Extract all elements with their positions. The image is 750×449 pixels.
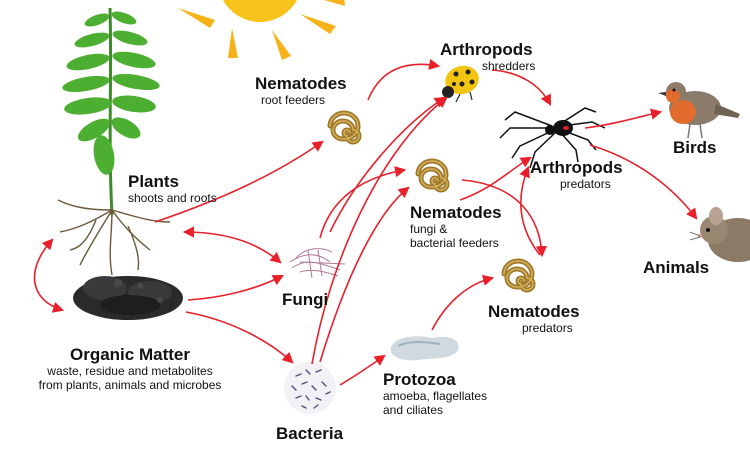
node-subtitle: predators <box>488 321 580 335</box>
node-organic-matter: Organic Matter waste, residue and metabo… <box>0 345 260 392</box>
node-bacteria: Bacteria <box>276 424 343 443</box>
node-fungi: Fungi <box>282 290 328 309</box>
node-subtitle: fungi & <box>410 222 502 236</box>
node-title: Organic Matter <box>0 345 260 364</box>
arrow-bacteria-to-protozoa <box>340 356 384 385</box>
node-nematodes-fungi-bacterial: Nematodes fungi & bacterial feeders <box>410 203 502 250</box>
node-subtitle: amoeba, flagellates <box>383 389 487 403</box>
node-nematodes-root-feeders: Nematodes root feeders <box>255 74 347 107</box>
node-animals: Animals <box>643 258 709 277</box>
node-title: Nematodes <box>255 74 347 93</box>
node-title: Birds <box>673 138 716 157</box>
node-birds: Birds <box>673 138 716 157</box>
food-web-arrows <box>35 64 696 385</box>
bird-icon <box>658 82 740 138</box>
node-title: Animals <box>643 258 709 277</box>
node-plants: Plants shoots and roots <box>128 172 217 205</box>
sun-icon <box>178 0 345 60</box>
arrow-arthropods-shred-to-predators <box>492 70 550 104</box>
fungi-icon <box>290 249 345 278</box>
node-subtitle: predators <box>530 177 623 191</box>
node-subtitle: bacterial feeders <box>410 236 502 250</box>
node-subtitle: from plants, animals and microbes <box>0 378 260 392</box>
node-title: Arthropods <box>530 158 623 177</box>
node-protozoa: Protozoa amoeba, flagellates and ciliate… <box>383 370 487 417</box>
node-title: Protozoa <box>383 370 487 389</box>
arrow-protozoa-to-nematodes-pred <box>432 278 492 330</box>
nematode-icon <box>330 113 359 142</box>
node-nematodes-predators: Nematodes predators <box>488 302 580 335</box>
nematode-icon <box>504 261 533 290</box>
arrow-nematodes-root-to-arthropods <box>368 64 438 100</box>
node-title: Nematodes <box>488 302 580 321</box>
arrow-spider-to-birds <box>585 112 660 128</box>
node-title: Fungi <box>282 290 328 309</box>
node-subtitle: waste, residue and metabolites <box>0 364 260 378</box>
arrow-nematodes-fungi-to-arthropods-pred <box>460 158 530 200</box>
node-title: Plants <box>128 172 217 191</box>
node-subtitle: root feeders <box>255 93 347 107</box>
nematode-icon <box>418 161 447 190</box>
plant-icon <box>58 8 170 275</box>
node-title: Bacteria <box>276 424 343 443</box>
node-arthropods-shredders: Arthropods shredders <box>440 40 535 73</box>
node-title: Nematodes <box>410 203 502 222</box>
node-title: Arthropods <box>440 40 535 59</box>
bacteria-icon <box>284 362 336 414</box>
arrow-plants-to-fungi <box>185 232 280 262</box>
node-subtitle: and ciliates <box>383 403 487 417</box>
node-arthropods-predators: Arthropods predators <box>530 158 623 191</box>
node-subtitle: shredders <box>440 59 535 73</box>
arrow-bacteria-to-nematodes-fungi <box>320 188 408 362</box>
arrow-organic-to-fungi <box>188 276 282 300</box>
arrow-plants-to-organic <box>35 240 62 310</box>
mouse-icon <box>690 207 750 262</box>
protozoa-icon <box>391 336 459 360</box>
node-subtitle: shoots and roots <box>128 191 217 205</box>
soil-icon <box>73 276 183 320</box>
